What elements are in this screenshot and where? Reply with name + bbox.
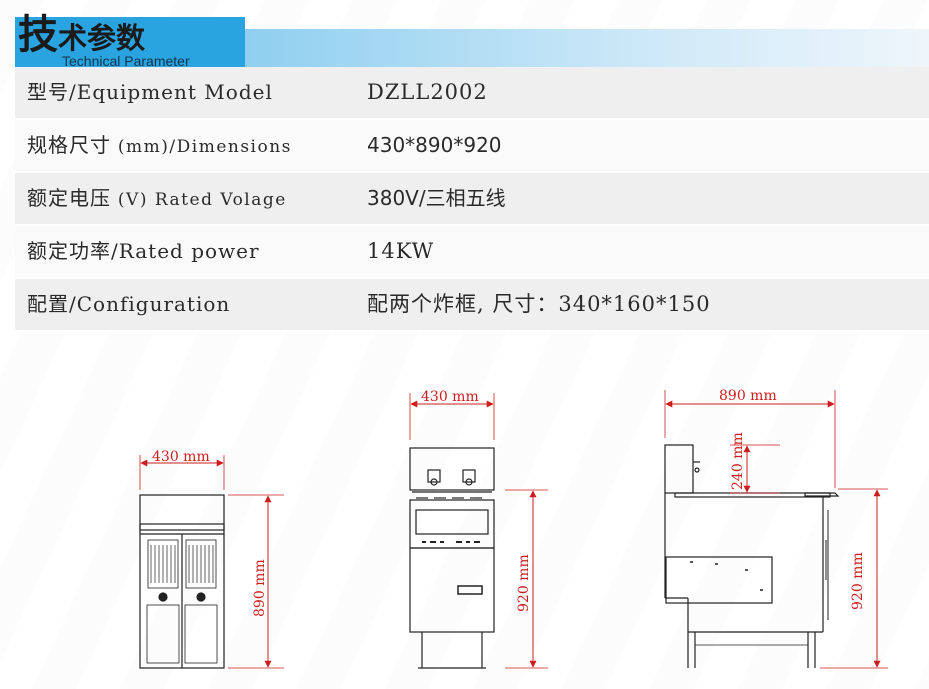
spec-label: 额定电压 (V) Rated Volage [27, 173, 287, 224]
spec-row-model: 型号/Equipment Model DZLL2002 [15, 67, 929, 120]
spec-value: 配两个炸框, 尺寸：340*160*150 [367, 292, 711, 316]
spec-label-unit: (mm)/Dimensions [111, 137, 292, 157]
spec-label: 型号/Equipment Model [27, 80, 273, 104]
spec-row-voltage: 额定电压 (V) Rated Volage 380V/三相五线 [15, 173, 929, 226]
side-view-drawing [664, 444, 840, 668]
spec-label-main: 规格尺寸 [27, 133, 111, 157]
section-title-first-char: 技 [18, 12, 58, 58]
front-view-height-label: 920 mm [516, 554, 532, 612]
side-view-backsplash-label: 240 mm [730, 432, 746, 490]
spec-row-power: 额定功率/Rated power 14KW [15, 226, 929, 279]
top-view-dimensions: 430 mm 890 mm [139, 449, 284, 669]
spec-label: 规格尺寸 (mm)/Dimensions [27, 120, 292, 171]
spec-label-main: 额定电压 [27, 186, 111, 210]
spec-label-unit: (V) Rated Volage [111, 190, 287, 210]
front-view-drawing [409, 447, 495, 669]
section-subtitle: Technical Parameter [62, 53, 190, 69]
top-view-width-label: 430 mm [152, 449, 210, 465]
spec-value: 430*890*920 [367, 133, 502, 157]
spec-label: 额定功率/Rated power [27, 239, 260, 263]
spec-table: 型号/Equipment Model DZLL2002 规格尺寸 (mm)/Di… [15, 67, 929, 332]
spec-row-dimensions: 规格尺寸 (mm)/Dimensions 430*890*920 [15, 120, 929, 173]
spec-value: 380V/三相五线 [367, 186, 506, 210]
front-view-width-label: 430 mm [421, 389, 479, 405]
spec-value: 14KW [367, 239, 435, 263]
spec-row-configuration: 配置/Configuration 配两个炸框, 尺寸：340*160*150 [15, 279, 929, 332]
side-view-height-label: 920 mm [850, 552, 866, 610]
top-view-height-label: 890 mm [252, 559, 268, 617]
front-view-dimensions: 430 mm 920 mm [409, 389, 548, 669]
spec-value: DZLL2002 [367, 80, 488, 104]
spec-label: 配置/Configuration [27, 292, 231, 316]
top-view-drawing [139, 494, 225, 669]
section-title-rest: 术参数 [58, 21, 146, 55]
section-title: 技术参数 [18, 15, 145, 55]
side-view-dimensions: 890 mm 240 mm 920 mm [664, 388, 888, 669]
header-gradient-band [245, 29, 929, 67]
header-accent-block [15, 17, 245, 67]
side-view-width-label: 890 mm [719, 388, 777, 404]
